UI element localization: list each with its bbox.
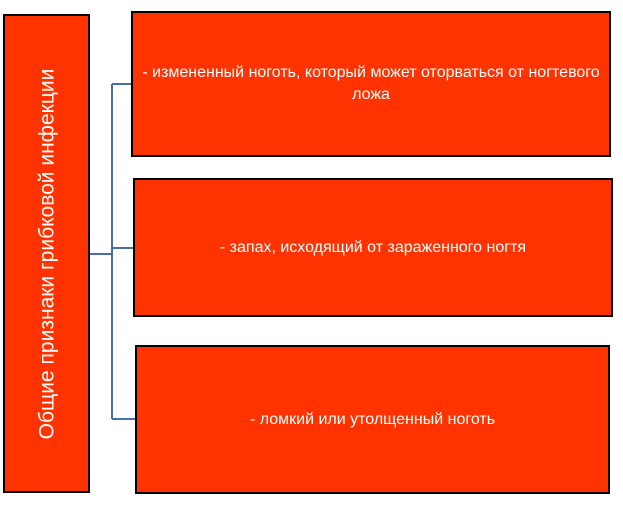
child-node-3: - ломкий или утолщенный ноготь — [135, 345, 610, 494]
child-node-2-label: - запах, исходящий от зараженного ногтя — [219, 238, 527, 256]
root-node-label: Общие признаки грибковой инфекции — [34, 68, 58, 439]
child-node-1-label: - измененный ноготь, который может оторв… — [142, 64, 600, 103]
child-node-3-label: - ломкий или утолщенный ноготь — [249, 410, 496, 428]
child-node-1: - измененный ноготь, который может оторв… — [131, 11, 611, 157]
root-node: Общие признаки грибковой инфекции — [3, 14, 90, 493]
child-node-2: - запах, исходящий от зараженного ногтя — [133, 178, 613, 317]
